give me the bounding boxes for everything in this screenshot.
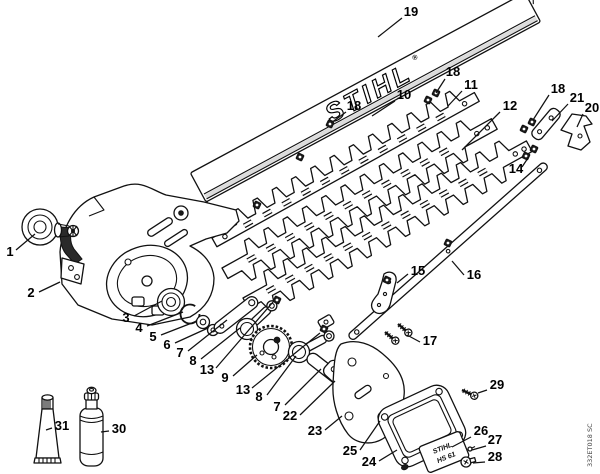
screw-28 xyxy=(460,456,477,468)
connecting-rod-b xyxy=(287,330,335,364)
svg-text:8: 8 xyxy=(189,353,196,368)
callout-24: 24 xyxy=(362,449,398,469)
support-bracket xyxy=(370,271,397,315)
callout-25: 25 xyxy=(343,420,381,458)
callout-26: 26 xyxy=(451,423,488,448)
svg-text:29: 29 xyxy=(490,377,504,392)
callout-29: 29 xyxy=(477,377,504,394)
callout-10: 10 xyxy=(371,87,411,117)
pin-27 xyxy=(467,446,476,452)
conrod-bracket-a xyxy=(213,296,259,334)
svg-text:13: 13 xyxy=(236,382,250,397)
callout-9: 9 xyxy=(221,354,258,385)
svg-text:9: 9 xyxy=(221,370,228,385)
callout-18: 18 xyxy=(532,81,565,121)
svg-text:18: 18 xyxy=(347,98,361,113)
svg-text:22: 22 xyxy=(283,408,297,423)
callout-12: 12 xyxy=(461,98,517,151)
callout-23: 23 xyxy=(308,415,343,438)
callout-22: 22 xyxy=(283,380,336,423)
grease-tube xyxy=(33,394,62,464)
svg-text:19: 19 xyxy=(404,4,418,19)
callout-30: 30 xyxy=(100,421,126,436)
svg-text:17: 17 xyxy=(423,333,437,348)
blade-tip-guard xyxy=(560,113,593,151)
callout-5: 5 xyxy=(149,320,198,344)
svg-text:5: 5 xyxy=(149,329,156,344)
svg-text:28: 28 xyxy=(488,449,502,464)
callout-8: 8 xyxy=(255,355,297,404)
callout-18: 18 xyxy=(330,98,361,124)
svg-text:27: 27 xyxy=(488,432,502,447)
svg-text:3: 3 xyxy=(122,310,129,325)
svg-text:7: 7 xyxy=(273,399,280,414)
svg-text:25: 25 xyxy=(343,443,357,458)
callout-13: 13 xyxy=(200,301,274,377)
svg-text:14: 14 xyxy=(509,161,524,176)
svg-text:2: 2 xyxy=(27,285,34,300)
callout-7: 7 xyxy=(273,368,322,414)
svg-text:1: 1 xyxy=(6,244,13,259)
callout-31: 31 xyxy=(45,418,69,433)
cutter-blade-middle xyxy=(221,118,498,281)
guide-bar xyxy=(348,162,548,340)
screw-29 xyxy=(459,385,481,402)
callout-28: 28 xyxy=(472,449,502,464)
svg-text:12: 12 xyxy=(503,98,517,113)
svg-text:4: 4 xyxy=(135,320,143,335)
svg-text:21: 21 xyxy=(570,90,584,105)
callout-6: 6 xyxy=(163,327,209,352)
svg-text:20: 20 xyxy=(585,100,599,115)
svg-text:10: 10 xyxy=(397,87,411,102)
cutter-blade-upper xyxy=(211,90,480,248)
callout-21: 21 xyxy=(551,90,584,122)
gearbox-housing xyxy=(59,183,240,326)
tip-bracket xyxy=(531,107,561,141)
oil-bottle xyxy=(79,386,104,467)
stihl-reg-mark: ® xyxy=(411,52,420,62)
svg-text:18: 18 xyxy=(551,81,565,96)
screw-17b xyxy=(394,320,415,339)
svg-text:31: 31 xyxy=(55,418,69,433)
svg-text:7: 7 xyxy=(176,345,183,360)
cutter-blade-lower xyxy=(242,140,533,312)
svg-text:30: 30 xyxy=(112,421,126,436)
svg-text:6: 6 xyxy=(163,337,170,352)
svg-text:23: 23 xyxy=(308,423,322,438)
callout-20: 20 xyxy=(576,100,599,128)
clutch-drum xyxy=(21,208,80,246)
svg-text:24: 24 xyxy=(362,454,377,469)
callout-16: 16 xyxy=(451,260,481,282)
svg-text:13: 13 xyxy=(200,362,214,377)
svg-text:8: 8 xyxy=(255,389,262,404)
callout-13: 13 xyxy=(236,332,321,397)
callout-15: 15 xyxy=(396,263,425,284)
callout-4: 4 xyxy=(135,311,184,335)
callout-14: 14 xyxy=(509,157,529,176)
svg-text:18: 18 xyxy=(446,64,460,79)
callout-17: 17 xyxy=(406,333,437,348)
callout-8: 8 xyxy=(189,327,241,368)
model-plate: STIHL HS 61 xyxy=(418,431,470,473)
svg-text:11: 11 xyxy=(464,77,478,92)
callout-11: 11 xyxy=(447,77,478,107)
svg-text:26: 26 xyxy=(474,423,488,438)
eccentric-gear xyxy=(248,324,294,370)
document-code: 332ET018 SC xyxy=(586,423,594,467)
callout-3: 3 xyxy=(122,300,163,325)
callout-19: 19 xyxy=(377,4,418,38)
screw-17a xyxy=(381,328,402,347)
callout-1: 1 xyxy=(6,233,36,259)
bearing-and-rings xyxy=(156,287,220,337)
svg-text:16: 16 xyxy=(467,267,481,282)
callout-2: 2 xyxy=(27,281,61,300)
svg-text:15: 15 xyxy=(411,263,425,278)
fasteners xyxy=(252,88,539,468)
callout-7: 7 xyxy=(176,319,228,360)
callout-18: 18 xyxy=(435,64,460,94)
callout-27: 27 xyxy=(471,432,502,451)
